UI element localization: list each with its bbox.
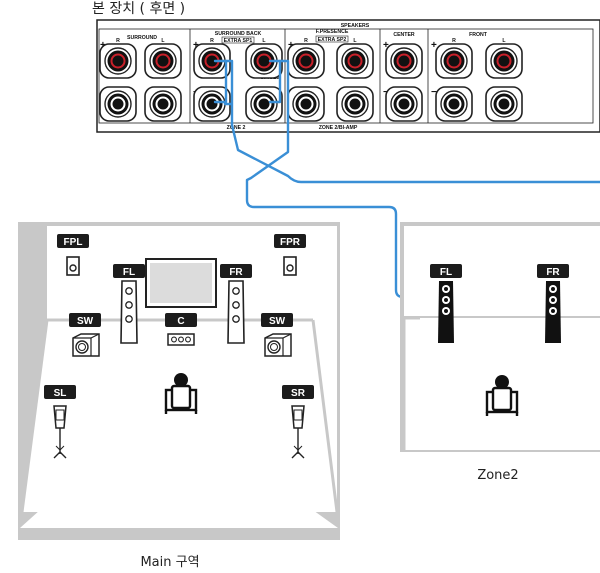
tag-fpr: FPR xyxy=(274,234,306,248)
tag-sw-left: SW xyxy=(69,313,101,327)
zone2-biamp-label: ZONE 2/BI-AMP xyxy=(319,125,358,131)
cable-zone2-left xyxy=(245,59,443,299)
l-marker: L xyxy=(502,38,506,44)
listener-zone2 xyxy=(485,375,519,416)
tag-fl: FL xyxy=(113,264,145,278)
negative-terminal xyxy=(435,86,473,122)
positive-terminal xyxy=(287,43,325,79)
positive-terminal xyxy=(99,43,137,79)
speaker-fpl xyxy=(66,256,80,276)
minus-sign: − xyxy=(431,87,437,98)
negative-terminal xyxy=(336,86,374,122)
tag-c: C xyxy=(165,313,197,327)
cable-zone2-left-minus xyxy=(268,59,282,104)
speaker-c xyxy=(167,333,195,346)
plus-sign: + xyxy=(193,40,199,51)
r-marker: R xyxy=(304,38,308,44)
speaker-fr xyxy=(227,280,245,344)
speaker-zone2-fr xyxy=(545,281,561,343)
negative-terminal xyxy=(99,86,137,122)
plus-sign: + xyxy=(383,40,389,51)
zone2-panel-label: ZONE 2 xyxy=(227,125,246,131)
svg-text:FPR: FPR xyxy=(280,237,301,248)
zone2-cables xyxy=(213,59,600,299)
svg-text:FPL: FPL xyxy=(64,237,83,248)
speaker-fl xyxy=(120,280,138,344)
tag-sr: SR xyxy=(282,385,314,399)
extra-sp2-label: EXTRA SP2 xyxy=(318,37,347,43)
surround-back-label: SURROUND BACK xyxy=(215,31,262,37)
tag-sl: SL xyxy=(44,385,76,399)
svg-text:SL: SL xyxy=(54,388,67,399)
negative-terminal xyxy=(287,86,325,122)
negative-terminal xyxy=(245,86,283,122)
listener-main xyxy=(164,373,198,414)
positive-terminal xyxy=(385,43,423,79)
positive-terminal xyxy=(245,43,283,79)
tag-zone2-fl: FL xyxy=(430,264,462,278)
positive-terminal xyxy=(485,43,523,79)
svg-text:SW: SW xyxy=(77,316,94,327)
rear-panel: SPEAKERS SURROUND SURROUND BACK EXTRA SP… xyxy=(96,19,600,133)
speaker-zone2-fl xyxy=(438,281,454,343)
positive-terminal xyxy=(193,43,231,79)
l-marker: L xyxy=(262,38,266,44)
tag-fpl: FPL xyxy=(57,234,89,248)
tag-sw-right: SW xyxy=(261,313,293,327)
tag-fr: FR xyxy=(220,264,252,278)
svg-text:SW: SW xyxy=(269,316,286,327)
zone2-room xyxy=(400,222,600,452)
plus-sign: + xyxy=(431,40,437,51)
zone2-room-label: Zone2 xyxy=(477,468,518,483)
speaker-fpr xyxy=(283,256,297,276)
l-marker: L xyxy=(353,38,357,44)
main-room-label: Main 구역 xyxy=(140,555,199,570)
svg-text:C: C xyxy=(177,316,184,327)
speaker-sr xyxy=(291,405,305,459)
tag-zone2-fr: FR xyxy=(537,264,569,278)
negative-terminal xyxy=(193,86,231,122)
fpresence-label: F.PRESENCE xyxy=(316,29,349,35)
speakers-label: SPEAKERS xyxy=(341,23,370,29)
svg-text:FL: FL xyxy=(440,267,452,278)
positive-terminal xyxy=(435,43,473,79)
positive-terminal xyxy=(144,43,182,79)
speaker-sl xyxy=(53,405,67,459)
front-label: FRONT xyxy=(469,32,488,38)
speaker-sw-right xyxy=(264,333,292,357)
svg-text:FR: FR xyxy=(546,267,560,278)
speakers: FPL FPR FL FR SW C SW SL SR FL FR xyxy=(44,234,569,459)
cable-zone2-right xyxy=(213,59,600,184)
svg-text:FR: FR xyxy=(229,267,243,278)
negative-terminal xyxy=(485,86,523,122)
center-label: CENTER xyxy=(393,32,415,38)
speaker-sw-left xyxy=(72,333,100,357)
cable-zone2-right-minus xyxy=(213,59,228,104)
l-marker: L xyxy=(161,38,165,44)
negative-terminal xyxy=(144,86,182,122)
negative-terminal xyxy=(385,86,423,122)
surround-label: SURROUND xyxy=(127,35,157,41)
extra-sp1-label: EXTRA SP1 xyxy=(224,38,253,44)
positive-terminal xyxy=(336,43,374,79)
svg-text:SR: SR xyxy=(291,388,306,399)
r-marker: R xyxy=(210,38,214,44)
r-marker: R xyxy=(116,38,120,44)
diagram-title: 본 장치 ( 후면 ) xyxy=(92,1,185,17)
svg-text:FL: FL xyxy=(123,267,135,278)
r-marker: R xyxy=(452,38,456,44)
